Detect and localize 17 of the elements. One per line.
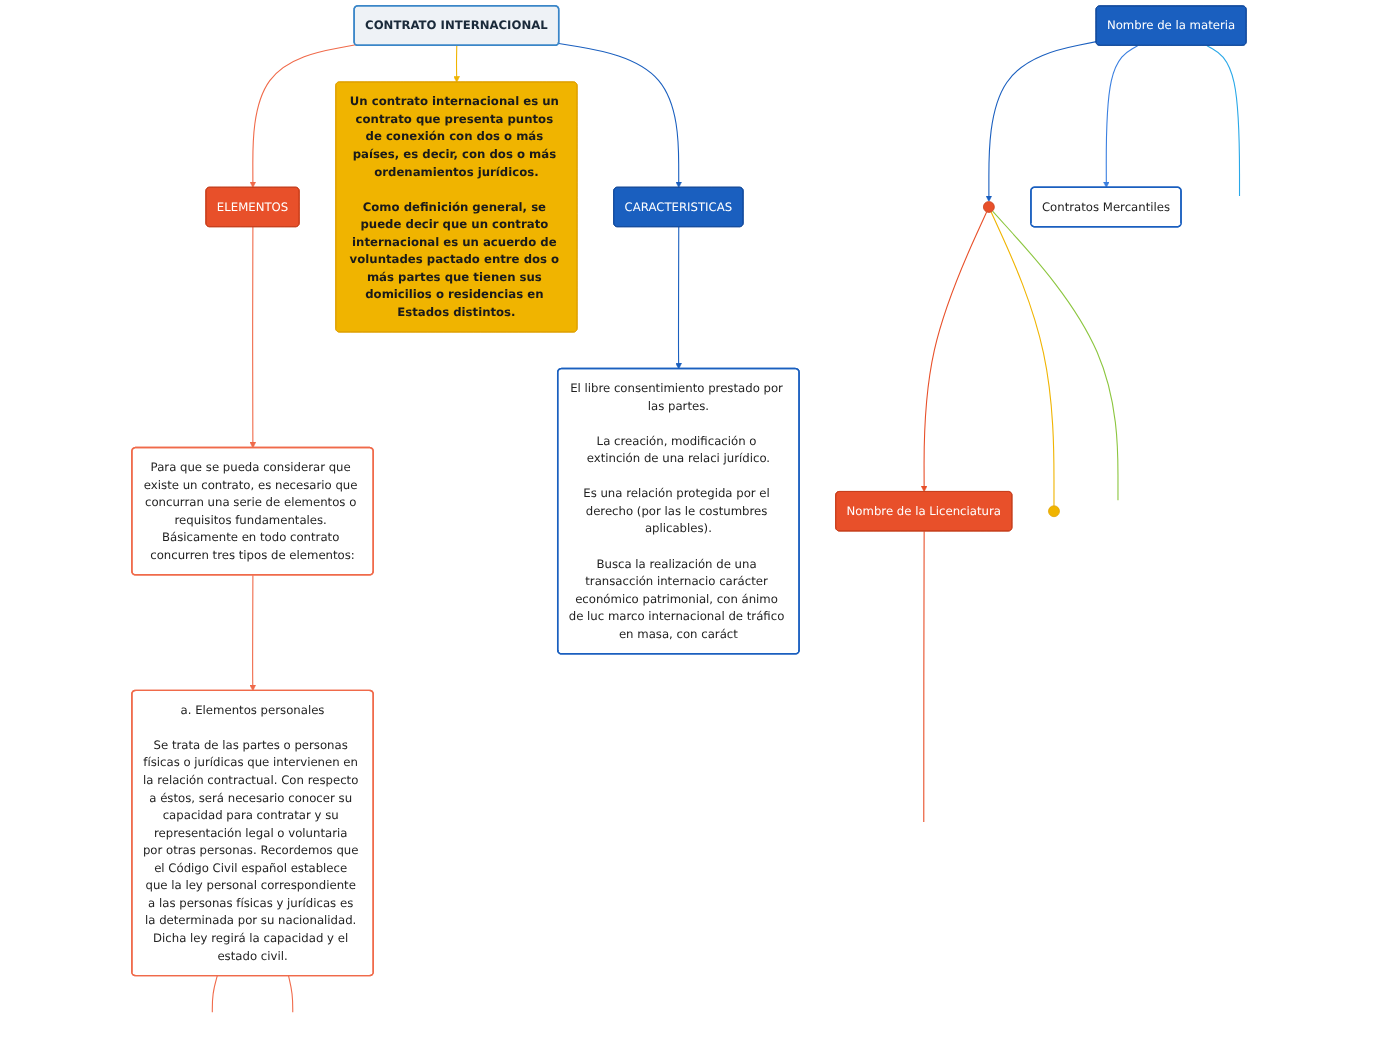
- connector: [1205, 45, 1240, 197]
- node-circle: [1047, 505, 1060, 518]
- connector: [991, 210, 1118, 501]
- arrow: [1102, 45, 1138, 188]
- arrow: [249, 226, 256, 449]
- arrow: [249, 44, 356, 188]
- arrow: [920, 211, 987, 493]
- connector: [922, 530, 925, 823]
- connector: [287, 975, 293, 1013]
- arrow: [452, 45, 460, 83]
- arrow: [248, 574, 256, 692]
- connector: [989, 211, 1054, 507]
- node-circle: [982, 201, 995, 213]
- connector: [211, 975, 218, 1013]
- arrow: [985, 41, 1097, 202]
- arrow: [674, 226, 682, 370]
- arrow: [557, 42, 682, 188]
